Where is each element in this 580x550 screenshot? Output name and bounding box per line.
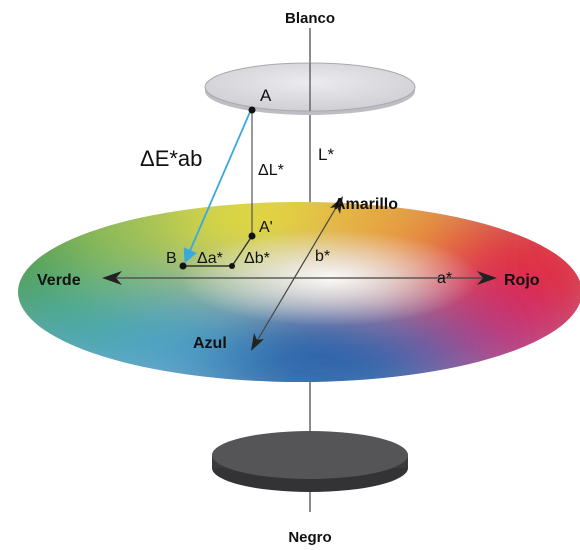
blue-label: Azul: [193, 335, 227, 352]
red-label: Rojo: [504, 272, 540, 289]
b-axis-line: [253, 200, 341, 347]
point-a-label: A: [260, 86, 272, 105]
black-label: Negro: [288, 529, 331, 546]
point-b-label: B: [166, 250, 177, 267]
verde-arrowhead: [102, 271, 122, 285]
delta-b-line: [231, 235, 253, 267]
rojo-arrowhead: [477, 271, 497, 285]
point-a-prime-marker: [248, 232, 256, 240]
a-axis-label: a*: [437, 270, 452, 287]
green-label: Verde: [37, 272, 81, 289]
amarillo-arrowhead: [330, 196, 343, 214]
b-axis-label: b*: [315, 248, 330, 265]
delta-e-label: ΔE*ab: [140, 146, 202, 171]
point-b-marker: [179, 262, 187, 270]
white-label: Blanco: [285, 10, 335, 27]
yellow-label: Amarillo: [334, 196, 398, 213]
delta-l-label: ΔL*: [258, 162, 284, 179]
black-disc: [212, 431, 408, 492]
azul-arrowhead: [251, 333, 264, 351]
point-a-marker: [248, 106, 256, 114]
delta-a-end-marker: [229, 263, 235, 269]
delta-b-label: Δb*: [244, 250, 270, 267]
delta-a-label: Δa*: [197, 250, 223, 267]
point-a-prime-label: A': [259, 219, 273, 236]
l-axis-label: L*: [318, 145, 334, 164]
color-disc: [18, 202, 580, 382]
delta-e-arrow: [183, 111, 251, 264]
